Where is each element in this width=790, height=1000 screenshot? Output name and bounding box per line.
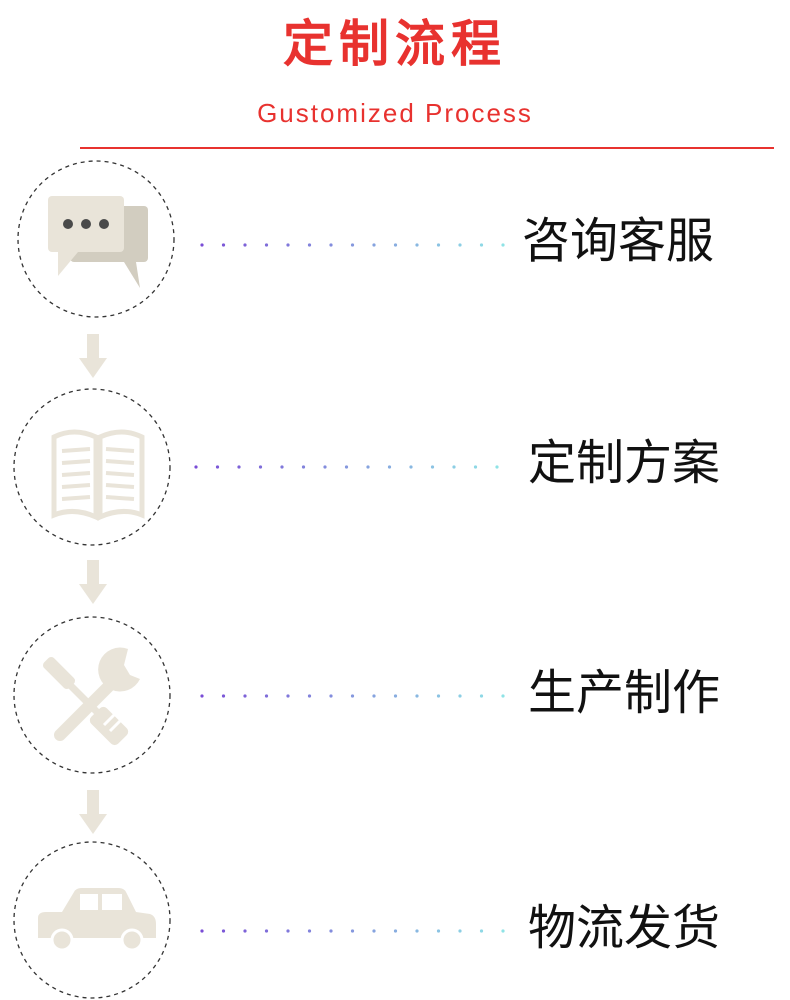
open-book-icon: [51, 429, 145, 521]
down-arrow-icon: [79, 334, 107, 378]
connector-dot: [200, 694, 204, 698]
page-subtitle: Gustomized Process: [257, 98, 533, 128]
page-title: 定制流程: [283, 15, 507, 73]
connector-dot: [194, 465, 198, 469]
connector-dot: [436, 929, 441, 933]
connector-dot: [221, 694, 226, 698]
connector-dot: [243, 929, 247, 933]
connector-dot: [430, 465, 435, 469]
connector-dot: [350, 694, 355, 698]
connector-dot: [479, 929, 484, 933]
connector-dot: [215, 465, 220, 469]
dashed-circle: [13, 388, 171, 546]
connector-dot: [473, 465, 478, 469]
dashed-circle: [13, 616, 171, 774]
dashed-circle: [17, 160, 175, 318]
connector-dot: [280, 465, 284, 469]
connector-dot: [387, 465, 392, 469]
connector-dot: [350, 929, 355, 933]
dotted-connector: [194, 465, 499, 469]
process-step-production: 生产制作: [0, 615, 790, 775]
connector-dot: [366, 465, 370, 469]
connector-dot: [415, 694, 419, 698]
connector-dot: [237, 465, 241, 469]
connector-dot: [329, 929, 333, 933]
connector-dot: [200, 243, 204, 247]
step-label: 咨询客服: [522, 213, 715, 269]
connector-dot: [436, 243, 441, 247]
connector-dot: [415, 929, 419, 933]
connector-dot: [329, 243, 333, 247]
connector-dot: [243, 694, 247, 698]
car-icon: [38, 888, 156, 952]
connector-dot: [393, 929, 398, 933]
connector-dot: [409, 465, 413, 469]
step-label: 定制方案: [528, 435, 721, 491]
connector-dot: [307, 694, 312, 698]
down-arrow-icon: [79, 560, 107, 604]
dotted-connector: [200, 929, 505, 933]
connector-dot: [372, 694, 376, 698]
connector-dot: [301, 465, 306, 469]
process-step-plan: 定制方案: [0, 387, 790, 547]
dotted-connector: [200, 243, 505, 247]
wrench-screwdriver-icon: [42, 647, 140, 746]
connector-dot: [221, 929, 226, 933]
connector-dot: [264, 243, 269, 247]
step-label: 物流发货: [528, 900, 721, 956]
connector-dot: [221, 243, 226, 247]
dashed-circle: [13, 841, 171, 999]
connector-dot: [307, 243, 312, 247]
connector-dot: [501, 243, 505, 247]
connector-dot: [258, 465, 263, 469]
connector-dot: [286, 694, 290, 698]
connector-dot: [264, 929, 269, 933]
connector-dot: [436, 694, 441, 698]
connector-dot: [393, 243, 398, 247]
connector-dot: [323, 465, 327, 469]
connector-dot: [495, 465, 499, 469]
connector-dot: [372, 929, 376, 933]
chat-bubbles-icon: [48, 196, 148, 288]
connector-dot: [350, 243, 355, 247]
connector-dot: [286, 929, 290, 933]
connector-dot: [479, 694, 484, 698]
connector-dot: [307, 929, 312, 933]
down-arrow-icon: [79, 790, 107, 834]
connector-dot: [458, 694, 462, 698]
connector-dot: [479, 243, 484, 247]
connector-dot: [415, 243, 419, 247]
connector-dot: [393, 694, 398, 698]
connector-dot: [501, 929, 505, 933]
title-divider: [80, 147, 774, 149]
connector-dot: [458, 929, 462, 933]
connector-dot: [286, 243, 290, 247]
connector-dot: [264, 694, 269, 698]
connector-dot: [344, 465, 349, 469]
connector-dot: [501, 694, 505, 698]
connector-dot: [452, 465, 456, 469]
connector-dot: [200, 929, 204, 933]
connector-dot: [372, 243, 376, 247]
step-label: 生产制作: [528, 665, 721, 721]
process-step-logistics: 物流发货: [0, 840, 790, 1000]
connector-dot: [458, 243, 462, 247]
process-step-consult: 咨询客服: [0, 158, 790, 318]
dotted-connector: [200, 694, 505, 698]
connector-dot: [329, 694, 333, 698]
connector-dot: [243, 243, 247, 247]
